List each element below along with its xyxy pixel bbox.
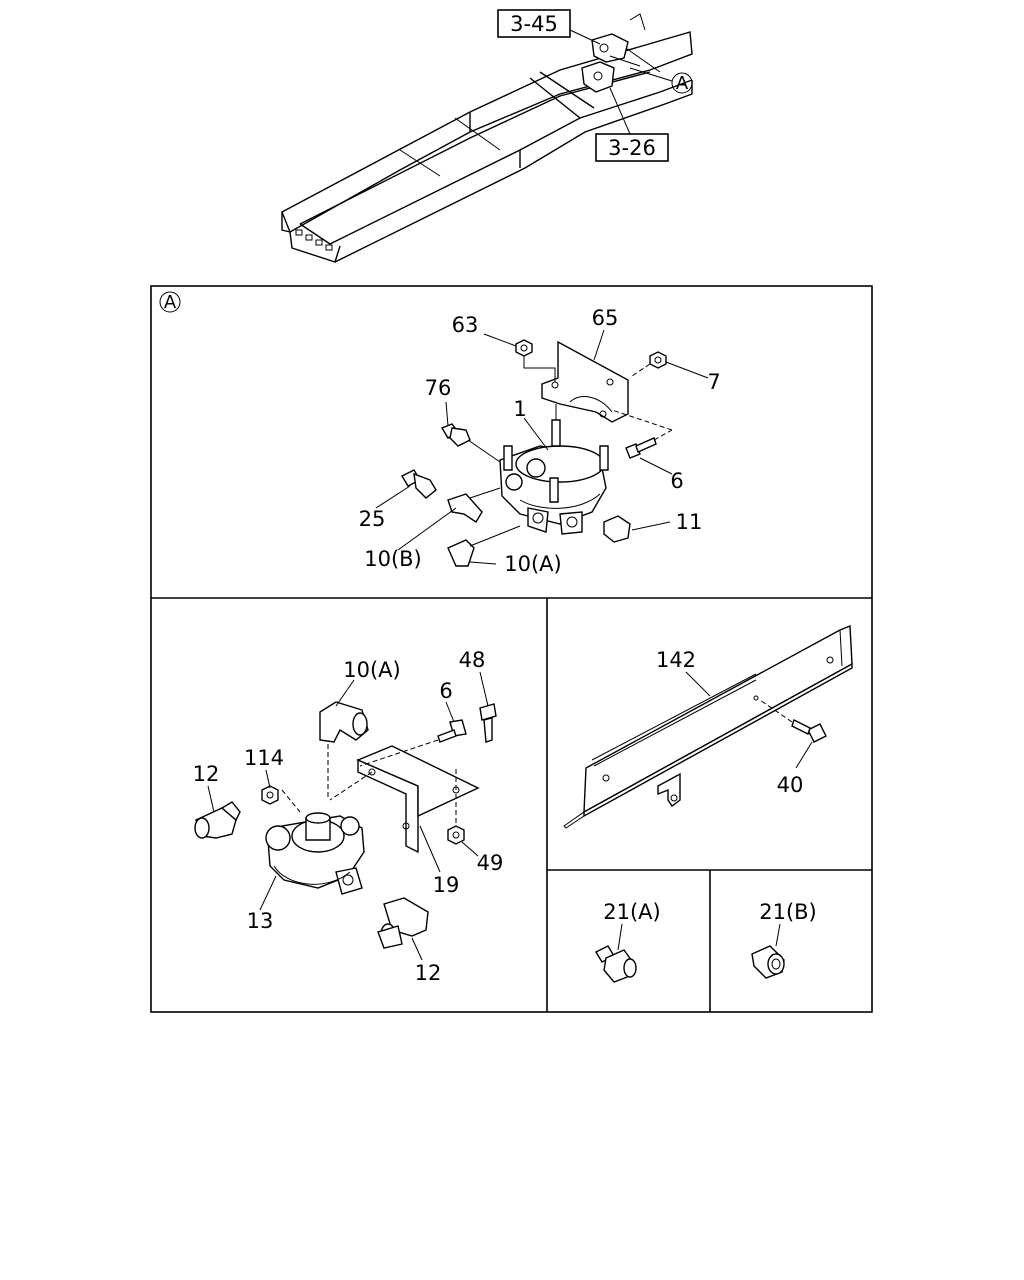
label-48: 48	[459, 648, 486, 672]
label-40: 40	[777, 773, 804, 797]
label-10a: 10(A)	[504, 552, 561, 576]
label-13: 13	[247, 909, 274, 933]
label-114: 114	[244, 746, 284, 770]
label-10b: 10(B)	[364, 547, 422, 571]
label-1: 1	[513, 397, 526, 421]
chassis-frame-overview: 3-45 3-26 A	[281, 9, 693, 263]
ref-3-26: 3-26	[608, 136, 656, 160]
callout-a: A	[676, 73, 689, 94]
panel-a-relay-valve: A	[159, 291, 721, 576]
ref-3-45: 3-45	[510, 12, 558, 36]
label-19: 19	[433, 873, 460, 897]
label-21a: 21(A)	[603, 900, 660, 924]
panel-frames	[150, 285, 873, 1013]
label-6-valve: 6	[439, 679, 452, 703]
panel-a-marker: A	[164, 292, 177, 313]
panel-bracket-142: 142 40	[563, 624, 853, 829]
label-25: 25	[359, 507, 386, 531]
label-10a-valve: 10(A)	[343, 658, 400, 682]
label-76: 76	[425, 376, 452, 400]
label-7: 7	[707, 370, 720, 394]
label-63: 63	[452, 313, 479, 337]
label-65: 65	[592, 306, 619, 330]
label-21b: 21(B)	[759, 900, 817, 924]
panel-fitting-21b: 21(B)	[751, 900, 817, 979]
label-12-left: 12	[193, 762, 220, 786]
label-142: 142	[656, 648, 696, 672]
label-12-bottom: 12	[415, 961, 442, 985]
panel-fitting-21a: 21(A)	[595, 900, 661, 983]
label-11: 11	[676, 510, 703, 534]
panel-valve-13: 10(A) 48 6 114 12 13 19 49 12	[193, 648, 504, 985]
label-6: 6	[670, 469, 683, 493]
label-49: 49	[477, 851, 504, 875]
